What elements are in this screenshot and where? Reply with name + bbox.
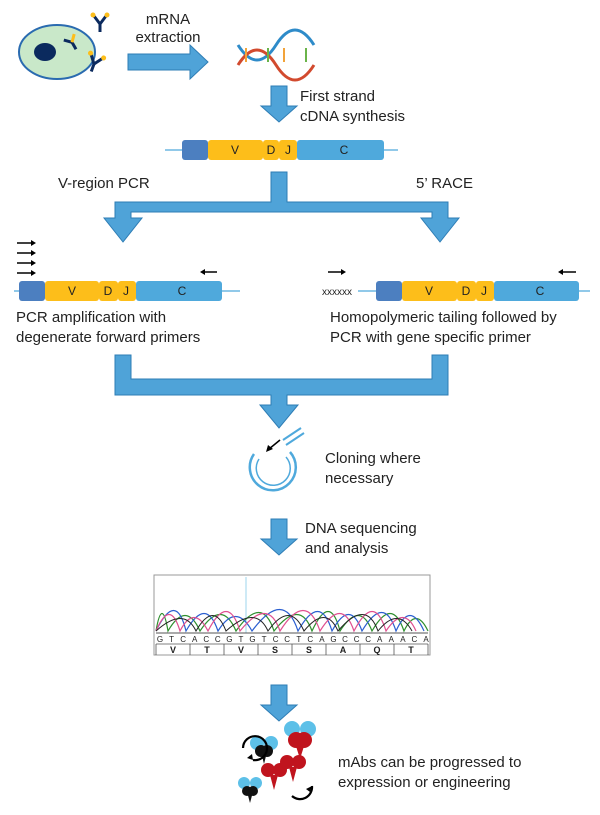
base-call: T (239, 635, 244, 644)
segment-v-label: V (231, 143, 239, 157)
base-call: C (354, 635, 360, 644)
branch-arrow-icon (102, 171, 461, 243)
homopolymeric-label-line2: PCR with gene specific primer (330, 329, 531, 346)
antibody-icon (63, 33, 78, 50)
amino-acid: T (408, 645, 414, 655)
base-call: G (330, 635, 336, 644)
segment-d-label: D (462, 284, 471, 298)
mrna-label: mRNA (146, 11, 190, 28)
base-call: C (307, 635, 313, 644)
cloning-label-line2: necessary (325, 470, 394, 487)
base-call: C (180, 635, 186, 644)
amino-acid: T (204, 645, 210, 655)
amino-acid: V (170, 645, 176, 655)
mab-cluster-icon (238, 721, 316, 803)
base-call: C (412, 635, 418, 644)
mabs-label: mAbs can be progressed to (338, 754, 521, 771)
base-call: C (273, 635, 279, 644)
arrow-down-icon (259, 684, 299, 722)
base-call: A (192, 635, 198, 644)
base-call: A (389, 635, 395, 644)
base-call: A (377, 635, 383, 644)
amino-acid: A (340, 645, 347, 655)
homopolymeric-label: Homopolymeric tailing followed by (330, 309, 557, 326)
segment-d-label: D (267, 143, 276, 157)
segment-v-label: V (68, 284, 76, 298)
dna-helix-icon (236, 28, 316, 82)
race-construct: V D J C (358, 281, 590, 301)
arrow-right-icon (127, 43, 209, 81)
base-call: G (226, 635, 232, 644)
antibody-icon (90, 12, 110, 32)
pcr-amplification-label-line2: degenerate forward primers (16, 329, 200, 346)
base-call: T (262, 635, 267, 644)
merge-arrow-icon (114, 354, 449, 429)
first-strand-label: First strand (300, 88, 375, 105)
cloning-label: Cloning where (325, 450, 421, 467)
race-label: 5’ RACE (416, 175, 473, 192)
degenerate-primers (17, 240, 217, 276)
base-call: G (157, 635, 163, 644)
plasmid-icon (248, 427, 305, 492)
segment-j-label: J (123, 284, 129, 298)
homopolymer-tail-label: xxxxxx (322, 287, 352, 298)
cdna-construct: V D J C (165, 140, 398, 160)
base-call: G (249, 635, 255, 644)
base-call: C (203, 635, 209, 644)
vregion-pcr-label: V-region PCR (58, 175, 150, 192)
segment-j-label: J (285, 143, 291, 157)
base-call: T (296, 635, 301, 644)
pcr-construct: V D J C (14, 281, 240, 301)
pcr-amplification-label: PCR amplification with (16, 309, 166, 326)
segment-v-label: V (425, 284, 433, 298)
segment-c-label: C (340, 143, 349, 157)
segment-d-label: D (104, 284, 113, 298)
amino-acid: Q (373, 645, 380, 655)
base-call: C (284, 635, 290, 644)
base-call: A (319, 635, 325, 644)
amino-acid: S (272, 645, 278, 655)
base-call: T (169, 635, 174, 644)
cell-illustration (18, 24, 96, 80)
arrow-down-icon (259, 85, 299, 123)
base-call: C (215, 635, 221, 644)
base-call: C (342, 635, 348, 644)
arrow-down-icon (259, 518, 299, 556)
sequencing-label-line2: and analysis (305, 540, 388, 557)
segment-c-label: C (536, 284, 545, 298)
segment-c-label: C (178, 284, 187, 298)
race-primers (328, 269, 576, 275)
segment-j-label: J (481, 284, 487, 298)
first-strand-label-line2: cDNA synthesis (300, 108, 405, 125)
sequencing-label: DNA sequencing (305, 520, 417, 537)
mrna-label-line2: extraction (135, 29, 200, 46)
mabs-label-line2: expression or engineering (338, 774, 511, 791)
amino-acid: S (306, 645, 312, 655)
base-call: C (365, 635, 371, 644)
base-call: A (400, 635, 406, 644)
antibody-icon (88, 50, 107, 73)
base-call: A (423, 635, 429, 644)
amino-acid: V (238, 645, 244, 655)
